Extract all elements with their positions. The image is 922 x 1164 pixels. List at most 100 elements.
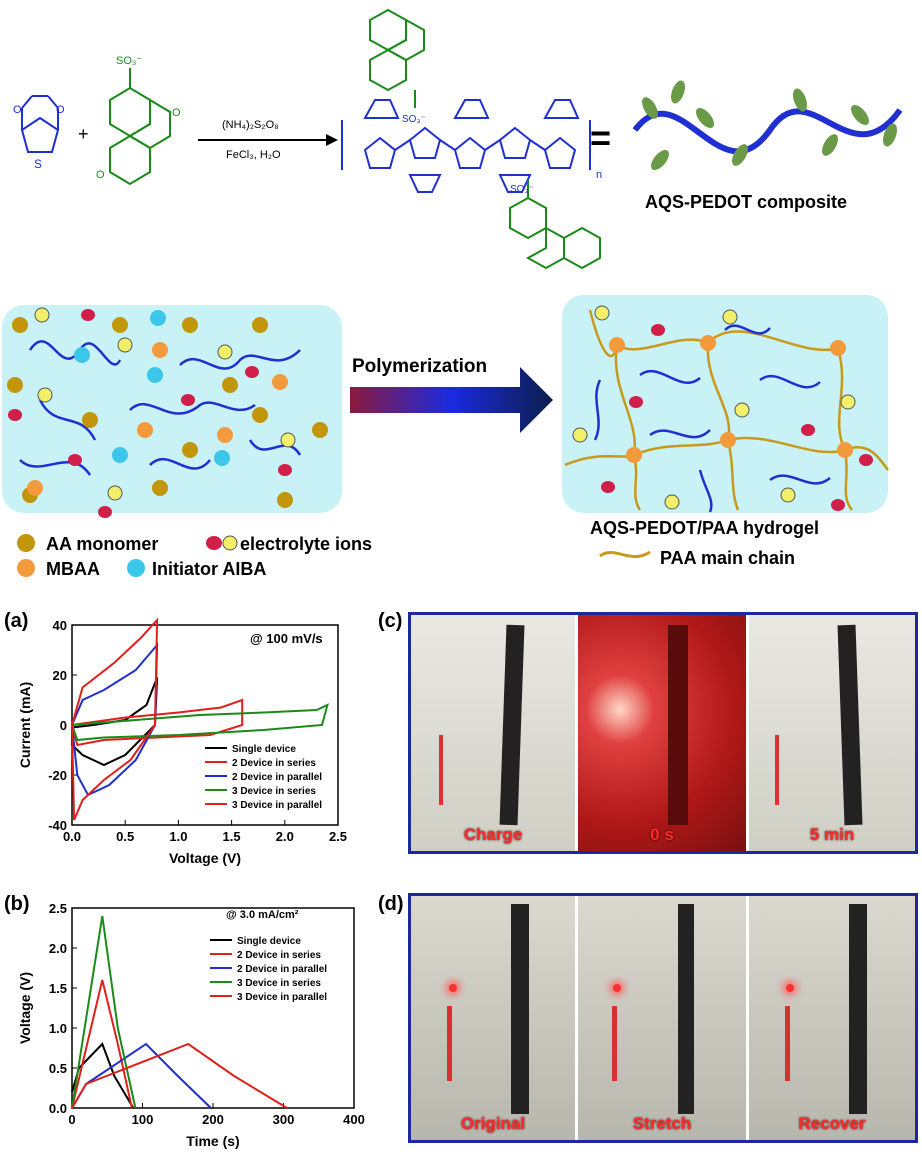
- x-tick-label: 0.0: [63, 829, 81, 844]
- hydrogel-crosslinks: [609, 335, 853, 463]
- y-tick-label: -40: [48, 818, 67, 833]
- y-tick-label: 40: [53, 618, 67, 633]
- reagent-oxidant: (NH₄)₂S₂O₈: [222, 119, 279, 131]
- y-tick-label: 1.0: [49, 1021, 67, 1036]
- precursor-particles: [7, 307, 328, 518]
- equals-sign: =: [590, 117, 611, 158]
- series-line-4: [71, 703, 329, 742]
- x-tick-label: 200: [202, 1112, 224, 1127]
- legend-label: 2 Device in series: [232, 758, 316, 769]
- x-tick-label: 1.0: [169, 829, 187, 844]
- ion-red-swatch: [206, 536, 222, 550]
- hydrogel-label: AQS-PEDOT/PAA hydrogel: [590, 518, 819, 538]
- photo-stretch: Stretch: [578, 896, 746, 1140]
- caption-stretch: Stretch: [632, 1114, 692, 1133]
- photo-0s: 0 s: [578, 615, 746, 851]
- legend-label: 3 Device in series: [237, 978, 321, 989]
- y-axis-label: Voltage (V): [17, 972, 33, 1044]
- electrolyte-label: electrolyte ions: [240, 534, 372, 554]
- legend-label: 3 Device in parallel: [237, 992, 327, 1003]
- composite-chain: [632, 108, 903, 155]
- photo-panel-d: Original Stretch Recover: [408, 893, 918, 1143]
- x-tick-label: 0.5: [116, 829, 134, 844]
- initiator-swatch: [127, 559, 145, 577]
- svg-text:O: O: [56, 104, 65, 116]
- y-tick-label: 1.5: [49, 981, 67, 996]
- aa-monomer-label: AA monomer: [46, 534, 158, 554]
- x-axis-label: Voltage (V): [169, 850, 241, 866]
- photo-charge: Charge: [411, 615, 575, 851]
- paa-legend-line: [599, 550, 651, 558]
- panel-d-letter: (d): [378, 893, 404, 915]
- caption-0s: 0 s: [650, 825, 674, 844]
- caption-recover: Recover: [798, 1114, 866, 1133]
- y-tick-label: 20: [53, 668, 67, 683]
- x-axis-label: Time (s): [186, 1133, 239, 1149]
- legend-label: 2 Device in parallel: [237, 964, 327, 975]
- precursor-box: [2, 305, 342, 513]
- reagent-catalyst: FeCl₃, H₂O: [226, 149, 281, 161]
- photo-recover: Recover: [749, 896, 915, 1140]
- plus-sign: +: [78, 124, 89, 144]
- y-tick-label: 0.5: [49, 1061, 67, 1076]
- paa-legend-label: PAA main chain: [660, 548, 795, 568]
- series-line-5: [71, 617, 159, 821]
- mbaa-swatch: [17, 559, 35, 577]
- y-tick-label: -20: [48, 768, 67, 783]
- series-line-2: [71, 979, 133, 1109]
- caption-charge: Charge: [463, 825, 523, 844]
- caption-original: Original: [460, 1114, 526, 1133]
- svg-text:O: O: [172, 107, 181, 119]
- y-tick-label: 0: [60, 718, 67, 733]
- aqs-dopant-bottom: [509, 180, 601, 270]
- composite-label: AQS-PEDOT composite: [645, 192, 847, 212]
- polymerization-arrow: [350, 367, 553, 433]
- panel-a-letter: (a): [4, 610, 29, 632]
- x-tick-label: 1.5: [223, 829, 241, 844]
- photo-panel-c: Charge 0 s 5 min: [408, 612, 918, 854]
- chart-note: @ 100 mV/s: [250, 631, 323, 646]
- x-tick-label: 400: [343, 1112, 365, 1127]
- mbaa-label: MBAA: [46, 559, 100, 579]
- x-tick-label: 100: [132, 1112, 154, 1127]
- chart-note: @ 3.0 mA/cm²: [226, 909, 299, 921]
- aqs-dopant-top: [369, 8, 425, 108]
- series-line-5: [71, 1042, 288, 1109]
- hydrogel-pedot: [593, 324, 831, 513]
- legend-label: 2 Device in parallel: [232, 772, 322, 783]
- x-tick-label: 2.0: [276, 829, 294, 844]
- legend-label: Single device: [232, 744, 296, 755]
- hydrogel-ions: [572, 305, 873, 511]
- svg-text:S: S: [34, 157, 42, 171]
- caption-5min: 5 min: [809, 825, 855, 844]
- svg-text:SO₃⁻: SO₃⁻: [510, 184, 534, 195]
- svg-text:O: O: [96, 169, 105, 181]
- photo-5min: 5 min: [749, 615, 915, 851]
- x-tick-label: 300: [273, 1112, 295, 1127]
- edot-monomer: [20, 95, 60, 153]
- x-tick-label: 2.5: [329, 829, 347, 844]
- y-tick-label: 0.0: [49, 1101, 67, 1116]
- aa-monomer-swatch: [17, 534, 35, 552]
- series-line-2: [71, 698, 244, 747]
- svg-text:n: n: [596, 169, 602, 181]
- y-tick-label: 2.5: [49, 901, 67, 916]
- y-axis-label: Current (mA): [17, 682, 33, 768]
- synthesis-scheme: S O O + SO₃⁻ O O (NH₄)₂S₂O₈ FeCl₃, H₂O n: [13, 8, 903, 270]
- svg-text:SO₃⁻: SO₃⁻: [402, 114, 426, 125]
- photo-original: Original: [411, 896, 575, 1140]
- x-tick-label: 0: [68, 1112, 75, 1127]
- panel-c-letter: (c): [378, 610, 403, 632]
- polymerization-label: Polymerization: [352, 356, 487, 377]
- ion-yellow-swatch: [222, 535, 238, 551]
- composite-leaves: [642, 80, 897, 170]
- svg-text:SO₃⁻: SO₃⁻: [116, 55, 142, 67]
- panel-b-letter: (b): [4, 893, 30, 915]
- legend-label: 3 Device in parallel: [232, 800, 322, 811]
- polymerization-scheme: Polymerization AQS-PEDOT/PAA hydrogel PA…: [2, 295, 889, 579]
- legend-label: 2 Device in series: [237, 950, 321, 961]
- pedot-aqs-structure: [341, 99, 591, 193]
- svg-text:O: O: [13, 104, 22, 116]
